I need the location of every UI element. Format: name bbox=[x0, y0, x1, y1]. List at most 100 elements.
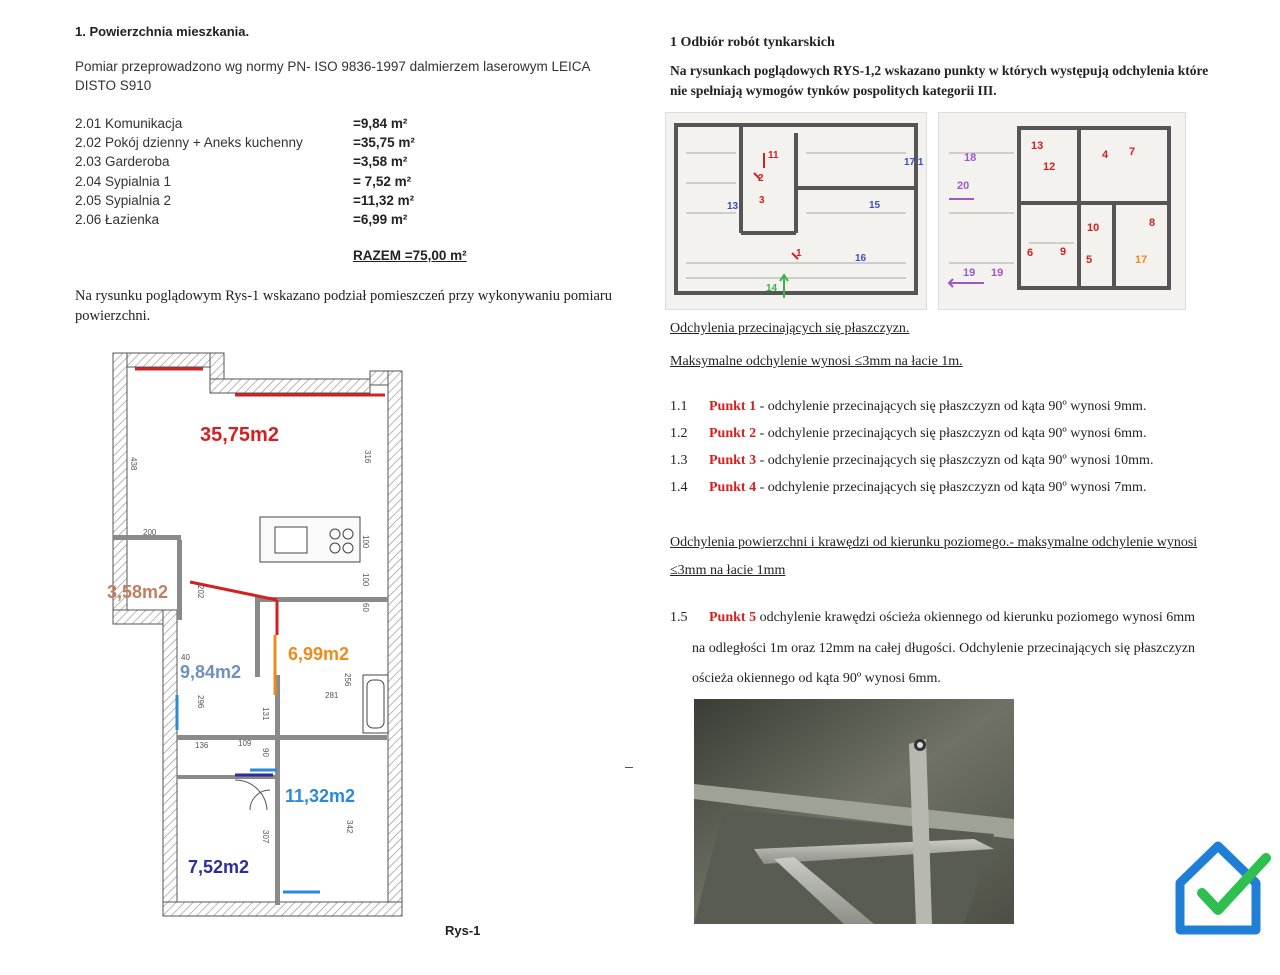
svg-text:136: 136 bbox=[195, 741, 209, 750]
defect-plan-rys2: 18 20 13 12 4 7 6 9 10 8 5 17 19 19 bbox=[938, 112, 1186, 310]
floor-plan-rys1: 35,75m2 3,58m2 9,84m2 6,99m2 11,32m2 7,5… bbox=[107, 352, 403, 917]
point-label: 20 bbox=[957, 180, 969, 192]
room-name: 2.06 Łazienka bbox=[75, 211, 160, 227]
label-hall: 9,84m2 bbox=[180, 662, 241, 682]
room-area: =6,99 m² bbox=[353, 211, 408, 227]
room-row: 2.02 Pokój dzienny + Aneks kuchenny =35,7… bbox=[75, 133, 475, 152]
sub-max-deviation: Maksymalne odchylenie wynosi ≤3mm na łac… bbox=[670, 354, 963, 369]
svg-text:200: 200 bbox=[143, 528, 157, 537]
svg-text:342: 342 bbox=[345, 820, 354, 834]
plan-walls bbox=[112, 352, 403, 917]
room-row: 2.01 Komunikacja =9,84 m² bbox=[75, 114, 475, 133]
point-label: 16 bbox=[855, 253, 867, 264]
svg-text:307: 307 bbox=[261, 830, 270, 844]
point-label: 1 bbox=[796, 248, 802, 259]
defect-plan-rys1: 11 2 3 13 1 14 15 16 17,1 bbox=[665, 112, 927, 310]
measurement-intro: Pomiar przeprowadzono wg normy PN- ISO 9… bbox=[75, 59, 590, 93]
point-label: Punkt 5 bbox=[709, 610, 757, 625]
door-swings bbox=[234, 779, 271, 811]
point-label: 13 bbox=[727, 201, 739, 212]
room-area: =9,84 m² bbox=[353, 116, 408, 131]
point5-line2: na odległości 1m oraz 12mm na całej dług… bbox=[692, 641, 1196, 656]
point-row-1: 1.1 Punkt 1 - odchylenie przecinających s… bbox=[670, 399, 1146, 415]
total-area: RAZEM =75,00 m² bbox=[353, 248, 467, 263]
point-label: 19 bbox=[963, 267, 975, 279]
plan-interior-walls bbox=[113, 535, 388, 905]
room-row: 2.05 Sypialnia 2 =11,32 m² bbox=[75, 191, 475, 210]
point-text: odchylenie krawędzi ościeża okiennego od… bbox=[756, 610, 1196, 625]
point-label: Punkt 3 bbox=[709, 453, 757, 468]
room-area: =11,32 m² bbox=[353, 192, 415, 208]
point-row-2: 1.2 Punkt 2 - odchylenie przecinających s… bbox=[670, 426, 1146, 442]
point-label: 15 bbox=[869, 200, 881, 211]
point-text: - odchylenie przecinających się płaszczy… bbox=[756, 480, 1147, 495]
svg-text:131: 131 bbox=[261, 707, 270, 721]
room-name: 2.05 Sypialnia 2 bbox=[75, 192, 172, 208]
room-area: = 7,52 m² bbox=[353, 173, 412, 189]
point-label: 4 bbox=[1102, 149, 1109, 161]
point-num: 1.1 bbox=[670, 399, 688, 414]
point-label: 14 bbox=[766, 283, 778, 294]
point-label: 9 bbox=[1060, 246, 1066, 258]
plan-dimensions: 438 316 200 100 100 60 202 40 296 281 25… bbox=[129, 450, 372, 844]
room-area-list: 2.01 Komunikacja =9,84 m² 2.02 Pokój dzie… bbox=[75, 114, 475, 229]
point-num: 1.2 bbox=[670, 426, 688, 441]
sub-horizontal-limit: ≤3mm na łacie 1mm bbox=[670, 563, 786, 578]
plan-caption: Rys-1 bbox=[445, 923, 481, 938]
sub-intersecting-planes: Odchylenia przecinających się płaszczyzn… bbox=[670, 321, 910, 336]
point-label: 18 bbox=[964, 152, 976, 164]
svg-text:40: 40 bbox=[181, 653, 190, 662]
room-row: 2.03 Garderoba =3,58 m² bbox=[75, 152, 475, 171]
point-label: 12 bbox=[1043, 161, 1055, 173]
point-label: Punkt 1 bbox=[709, 399, 757, 414]
svg-text:316: 316 bbox=[363, 450, 372, 464]
point-label: Punkt 2 bbox=[709, 426, 757, 441]
stove-icon bbox=[329, 528, 354, 554]
point-label: 17,1 bbox=[904, 157, 924, 168]
room-name: 2.03 Garderoba bbox=[75, 154, 170, 170]
point-label: 19 bbox=[991, 267, 1003, 279]
point-label: 2 bbox=[758, 173, 764, 184]
right-intro: Na rysunkach poglądowych RYS-1,2 wskazan… bbox=[670, 63, 1209, 98]
svg-text:90: 90 bbox=[261, 748, 270, 757]
point-label: 13 bbox=[1031, 140, 1043, 152]
point-text: - odchylenie przecinających się płaszczy… bbox=[756, 426, 1147, 441]
point-label: 10 bbox=[1087, 222, 1099, 234]
svg-text:296: 296 bbox=[196, 695, 205, 709]
room-name: 2.01 Komunikacja bbox=[75, 116, 183, 131]
point-text: - odchylenie przecinających się płaszczy… bbox=[756, 399, 1147, 414]
point-label: 3 bbox=[759, 195, 765, 206]
right-heading: 1 Odbiór robót tynkarskich bbox=[670, 35, 835, 50]
point-num: 1.4 bbox=[670, 480, 688, 495]
svg-text:281: 281 bbox=[325, 691, 339, 700]
plan-note: Na rysunku poglądowym Rys-1 wskazano pod… bbox=[75, 288, 613, 324]
room-area: =35,75 m² bbox=[353, 135, 415, 151]
room-name: 2.04 Sypialnia 1 bbox=[75, 173, 172, 189]
point-label: 8 bbox=[1149, 217, 1155, 229]
point-label: 11 bbox=[768, 150, 779, 161]
point-label: 5 bbox=[1086, 254, 1092, 266]
plan-blue-lines bbox=[175, 695, 320, 894]
room-row: 2.06 Łazienka =6,99 m² bbox=[75, 210, 475, 229]
point-label: 7 bbox=[1129, 146, 1135, 158]
bathtub-inner bbox=[366, 679, 385, 729]
svg-text:100: 100 bbox=[361, 573, 370, 587]
svg-text:109: 109 bbox=[238, 739, 252, 748]
label-wardrobe: 3,58m2 bbox=[107, 582, 168, 602]
house-check-logo bbox=[1175, 841, 1271, 935]
label-living: 35,75m2 bbox=[200, 424, 279, 446]
point-num: 1.3 bbox=[670, 453, 688, 468]
sink-icon bbox=[274, 526, 308, 554]
room-area: =3,58 m² bbox=[353, 154, 408, 170]
sub-horizontal-deviation: Odchylenia powierzchni i krawędzi od kie… bbox=[670, 535, 1198, 550]
point5-line3: ościeża okiennego od kąta 90º wynosi 6mm… bbox=[692, 671, 941, 686]
room-name: 2.02 Pokój dzienny + Aneks kuchenny bbox=[75, 135, 303, 151]
section-title: 1. Powierzchnia mieszkania. bbox=[75, 24, 250, 39]
label-bed1: 7,52m2 bbox=[188, 857, 249, 877]
label-bath: 6,99m2 bbox=[288, 644, 349, 664]
point-label: 6 bbox=[1027, 247, 1033, 259]
svg-text:60: 60 bbox=[361, 603, 370, 612]
